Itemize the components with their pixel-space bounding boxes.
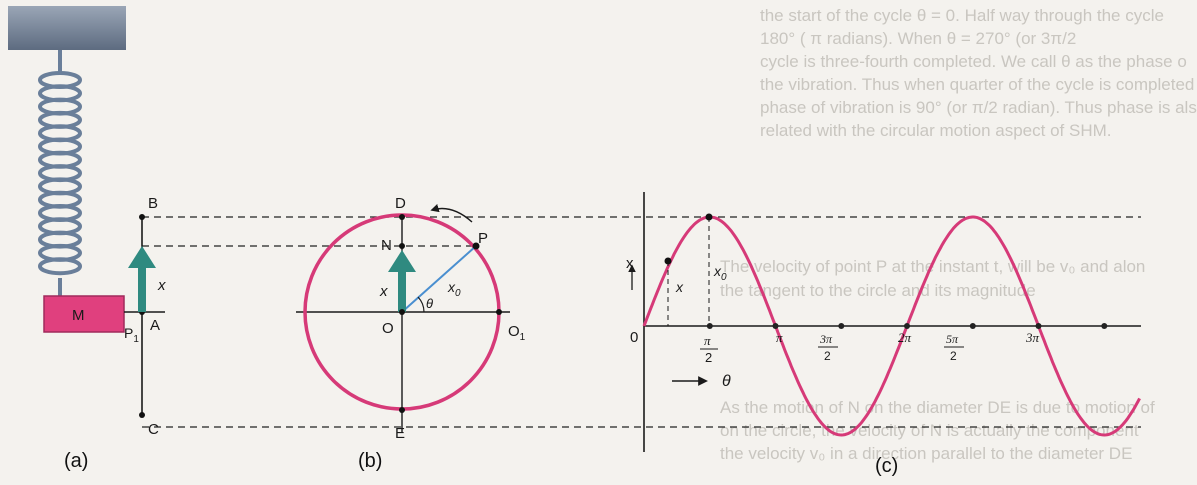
mass-block: [43, 295, 125, 333]
tick-dot: [1035, 323, 1042, 329]
point-p-dot: [472, 242, 480, 250]
angle-label: θ: [426, 296, 433, 311]
panel-b: D N P O O1 E x x0 θ (b): [296, 195, 526, 472]
c-amplitude-label: x0: [713, 263, 727, 283]
background-text-line: the tangent to the circle and its magnit…: [720, 281, 1036, 300]
tick-dot: [904, 323, 910, 329]
point-o1-label: O1: [508, 323, 526, 343]
tick-dot: [1101, 323, 1108, 329]
point-p1-label: P1: [124, 325, 139, 345]
caption-a: (a): [64, 450, 88, 472]
tick-dot: [838, 323, 845, 329]
displacement-label-a: x: [157, 277, 166, 294]
background-text-line: the velocity v₀ in a direction parallel …: [720, 444, 1133, 463]
tick-three-pi-half-num: 3π: [819, 332, 833, 346]
velocity-arrow: [430, 204, 473, 223]
point-c-label: C: [148, 421, 159, 438]
caption-c: (c): [875, 455, 898, 477]
point-c-dot: [139, 412, 145, 418]
c-origin-label: 0: [630, 329, 638, 346]
tick-three-pi-half: 3π 2: [818, 332, 838, 363]
point-o1-dot: [496, 309, 502, 315]
c-y-axis-label: x: [626, 255, 634, 272]
tick-five-pi-half-den: 2: [950, 349, 957, 363]
background-text-line: the vibration. Thus when quarter of the …: [760, 75, 1195, 94]
tick-pi-half: π 2: [700, 333, 718, 365]
c-peak-point: [705, 213, 713, 221]
point-d-dot: [399, 214, 405, 220]
point-b-label: B: [148, 195, 158, 212]
tick-dot: [772, 323, 779, 329]
angle-arc: [417, 296, 425, 313]
point-b-dot: [139, 214, 145, 220]
point-o-label: O: [382, 320, 394, 337]
background-text-line: 180° ( π radians). When θ = 270° (or 3π/…: [760, 29, 1077, 48]
tick-five-pi-half: 5π 2: [944, 332, 964, 363]
background-text-line: phase of vibration is 90° (or π/2 radian…: [760, 98, 1197, 117]
tick-pi-half-num: π: [704, 333, 711, 348]
panel-a: M B A C P1 x (a): [8, 6, 166, 472]
shm-figure: M B A C P1 x (a) D N P O O1 E x x0: [8, 6, 1141, 477]
background-text-line: related with the circular motion aspect …: [760, 121, 1112, 140]
point-o-dot: [399, 309, 405, 315]
point-n-dot: [399, 243, 405, 249]
radius-op: [401, 245, 477, 313]
point-p-label: P: [478, 230, 488, 247]
background-text-line: cycle is three-fourth completed. We call…: [760, 52, 1187, 71]
point-d-label: D: [395, 195, 406, 212]
tick-dots: [706, 323, 1108, 329]
mass-label: M: [72, 307, 85, 324]
tick-five-pi-half-num: 5π: [946, 332, 959, 346]
point-e-label: E: [395, 425, 405, 442]
caption-b: (b): [358, 450, 382, 472]
point-e-dot: [399, 407, 405, 413]
tick-three-pi-half-den: 2: [824, 349, 831, 363]
tick-pi: π: [776, 330, 783, 345]
tick-two-pi: 2π: [898, 330, 912, 345]
tick-pi-half-den: 2: [705, 350, 712, 365]
background-text-line: the start of the cycle θ = 0. Half way t…: [760, 6, 1164, 25]
panel-c: x 0 x x0 θ π 2 π 3π 2 2π 5π 2 3π (c): [626, 192, 1141, 477]
background-text-line: As the motion of N on the diameter DE is…: [720, 398, 1155, 417]
c-theta-label: θ: [722, 373, 731, 390]
guide-lines: [142, 216, 1141, 428]
point-a-label: A: [150, 317, 160, 334]
c-x-label: x: [675, 279, 684, 295]
tick-three-pi: 3π: [1025, 330, 1040, 345]
sine-wave: [642, 215, 1141, 437]
tick-dot: [969, 323, 976, 329]
tick-dot: [706, 323, 713, 329]
radius-label: x0: [447, 279, 461, 299]
displacement-arrow-b: [388, 250, 416, 312]
spring-coil: [38, 257, 82, 276]
displacement-label-b: x: [379, 283, 388, 300]
point-n-label: N: [381, 237, 392, 254]
c-point-x: [664, 257, 672, 265]
displacement-arrow-a: [128, 246, 156, 312]
spring: [38, 71, 82, 276]
ceiling-slab: [8, 6, 126, 50]
